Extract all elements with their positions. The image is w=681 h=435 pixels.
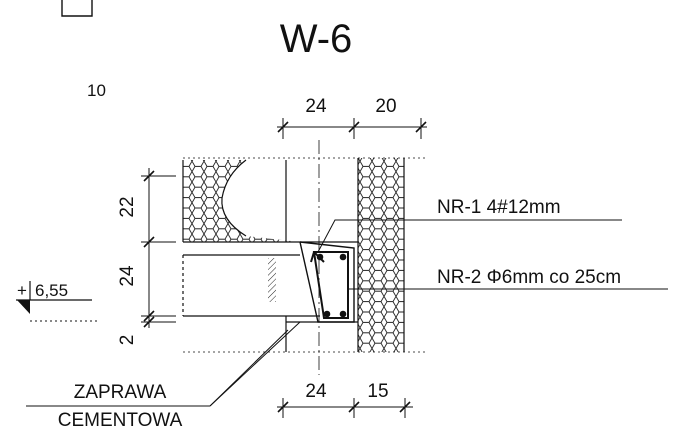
scale-mark: 10 — [87, 81, 106, 100]
nr2-label: NR-2 Φ6mm co 25cm — [437, 267, 621, 288]
level-marker — [16, 281, 100, 322]
left-dim-24: 24 — [117, 265, 138, 287]
lintel-hatch — [268, 258, 276, 302]
upper-left-block — [183, 159, 300, 242]
bottom-dim-15: 15 — [367, 381, 388, 402]
left-dim-22: 22 — [117, 196, 138, 217]
top-dim-20: 20 — [375, 96, 396, 117]
mortar-label-line2: CEMENTOWA — [58, 410, 183, 431]
mortar-leader — [26, 321, 301, 407]
corner-frame — [61, 0, 93, 17]
rebar-leaders — [317, 219, 668, 290]
right-insulation-block — [358, 158, 404, 352]
level-sign: + — [17, 281, 27, 300]
nr1-label: NR-1 4#12mm — [437, 197, 561, 218]
mortar-label-line1: ZAPRAWA — [74, 382, 167, 403]
left-dimension-line — [141, 168, 176, 328]
rebar-bars — [316, 253, 347, 318]
lintel-outline — [299, 241, 355, 323]
bottom-dimension-line — [277, 398, 413, 418]
rebar-stirrup — [310, 251, 349, 319]
top-dimension-line — [277, 118, 427, 139]
drawing-title: W-6 — [280, 17, 353, 61]
top-dim-24: 24 — [305, 96, 327, 117]
bottom-dim-24: 24 — [305, 381, 327, 402]
left-dim-2: 2 — [117, 335, 138, 346]
level-value: 6,55 — [35, 281, 68, 300]
